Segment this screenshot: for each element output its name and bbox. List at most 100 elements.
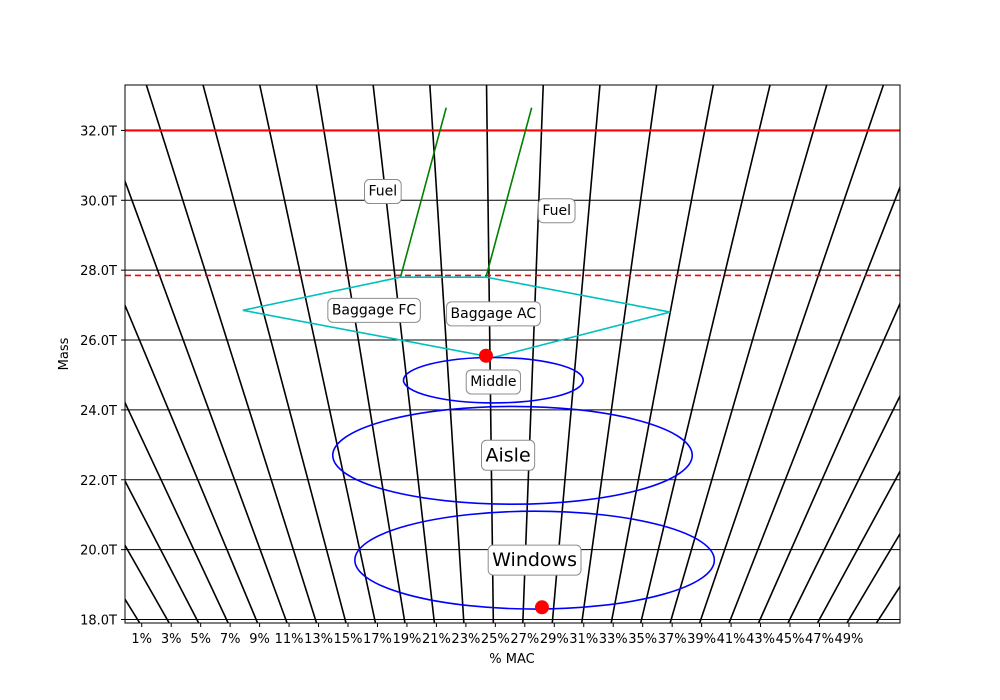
x-tick-label: 25%: [481, 632, 510, 647]
index-line: [315, 85, 406, 623]
index-line: [551, 85, 601, 623]
index-line: [906, 85, 1000, 623]
annotation-box: [465, 369, 521, 395]
y-tick-label: 32.0T: [80, 124, 117, 139]
index-line: [757, 301, 900, 623]
y-tick-label: 22.0T: [80, 474, 117, 489]
index-line: [698, 85, 885, 623]
annotation: Baggage FC: [327, 297, 421, 323]
ellipse-windows: [354, 510, 716, 610]
annotation: Fuel: [537, 198, 576, 224]
index-line: [125, 479, 200, 623]
x-tick-label: 29%: [540, 632, 569, 647]
annotation-label: Aisle: [486, 444, 531, 466]
annotation-box: [446, 301, 541, 327]
annotation-label: Baggage FC: [332, 302, 417, 318]
x-tick-label: 43%: [746, 632, 775, 647]
x-tick-label: 37%: [658, 632, 687, 647]
annotation-box: [487, 544, 582, 576]
x-tick-label: 41%: [717, 632, 746, 647]
index-line: [580, 85, 658, 623]
x-tick-label: 45%: [776, 632, 805, 647]
annotation-label: Baggage AC: [451, 306, 537, 322]
index-line: [610, 85, 715, 623]
y-tick-label: 18.0T: [80, 614, 117, 629]
x-tick-label: 23%: [451, 632, 480, 647]
index-line: [0, 85, 22, 623]
index-line: [429, 85, 465, 623]
x-tick-label: 19%: [392, 632, 421, 647]
index-line: [202, 85, 347, 623]
index-line: [125, 178, 288, 623]
y-tick-label: 20.0T: [80, 544, 117, 559]
index-line: [816, 469, 900, 623]
plot-area: [125, 85, 900, 623]
x-tick-label: 7%: [220, 632, 241, 647]
index-line: [522, 85, 545, 623]
index-line: [0, 85, 51, 623]
x-axis-title: % MAC: [489, 652, 534, 667]
index-line: [669, 85, 828, 623]
annotation-box: [537, 198, 576, 224]
index-line: [994, 85, 1000, 623]
annotation-label: Fuel: [369, 184, 398, 200]
marker-group: [478, 348, 549, 615]
fuel-line: [399, 107, 447, 278]
series-group: [242, 107, 671, 359]
x-tick-label: 49%: [835, 632, 864, 647]
annotation: Fuel: [364, 179, 402, 205]
y-tick-label: 30.0T: [80, 194, 117, 209]
baggage-line: [242, 276, 671, 359]
annotation: Aisle: [481, 439, 536, 471]
x-tick-label: 13%: [304, 632, 333, 647]
x-tick-label: 11%: [275, 632, 304, 647]
annotation-label: Fuel: [542, 203, 571, 219]
point-marker: [534, 600, 549, 615]
plot-frame: [124, 84, 901, 624]
y-axis: 18.0T 20.0T 22.0T 24.0T 26.0T 28.0T 30.0T 32.0T: [80, 124, 125, 629]
x-tick-label: 21%: [422, 632, 451, 647]
y-axis-title: Mass: [57, 337, 72, 370]
x-tick-label: 3%: [161, 632, 182, 647]
index-line: [372, 85, 436, 623]
index-line: [0, 85, 110, 623]
annotation-label: Middle: [470, 374, 516, 390]
x-tick-label: 27%: [510, 632, 539, 647]
index-line: [935, 85, 1000, 623]
ellipse-middle: [402, 356, 585, 404]
annotation-box: [481, 439, 536, 471]
fuel-line: [485, 107, 533, 278]
annotation: Windows: [487, 544, 582, 576]
ellipse-aisle: [331, 405, 694, 506]
x-tick-label: 31%: [569, 632, 598, 647]
annotation: Middle: [465, 369, 521, 395]
index-line: [787, 394, 900, 623]
index-lines: [0, 85, 1000, 623]
index-line: [965, 85, 1000, 623]
x-tick-label: 5%: [190, 632, 211, 647]
index-line: [125, 303, 259, 623]
annotation-box: [327, 297, 421, 323]
limit-lines: [125, 129, 900, 277]
annotation-label: Windows: [492, 549, 577, 571]
x-tick-label: 47%: [805, 632, 834, 647]
ellipse-group: [331, 356, 716, 610]
index-line: [258, 85, 377, 623]
x-tick-label: 15%: [334, 632, 363, 647]
annotation-box: [364, 179, 402, 205]
x-tick-label: 17%: [363, 632, 392, 647]
x-tick-label: 39%: [687, 632, 716, 647]
index-line: [728, 185, 900, 623]
y-gridlines: [125, 129, 900, 621]
y-tick-label: 28.0T: [80, 264, 117, 279]
y-tick-label: 26.0T: [80, 334, 117, 349]
annotation: Baggage AC: [446, 301, 541, 327]
index-line: [125, 400, 229, 623]
x-tick-label: 33%: [599, 632, 628, 647]
point-marker: [478, 348, 493, 363]
index-line: [145, 85, 318, 623]
y-tick-label: 24.0T: [80, 404, 117, 419]
x-tick-label: 35%: [628, 632, 657, 647]
